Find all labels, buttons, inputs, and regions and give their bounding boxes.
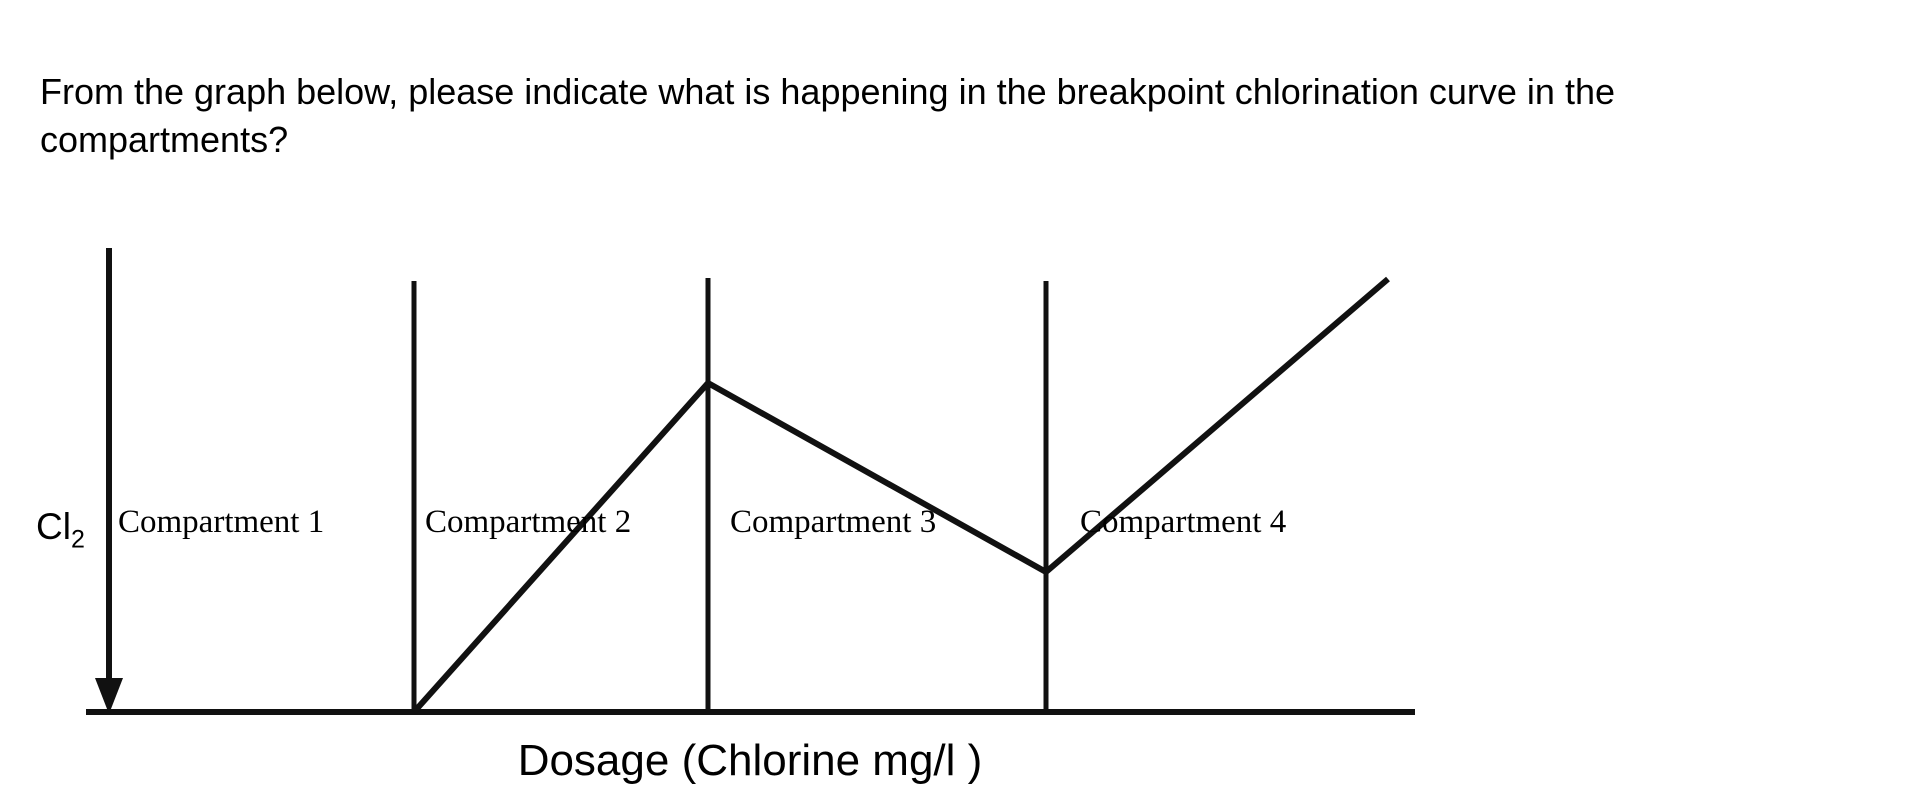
compartment-label-3: Compartment 3: [730, 504, 937, 540]
y-axis-label: Cl2: [36, 506, 85, 552]
compartment-label-4: Compartment 4: [1080, 504, 1287, 540]
x-axis-label: Dosage (Chlorine mg/l ): [517, 736, 983, 785]
y-axis-label-subscript: 2: [70, 525, 85, 554]
breakpoint-curve: [411, 276, 1390, 714]
question-prompt: From the graph below, please indicate wh…: [40, 71, 1625, 160]
y-axis-arrow-icon: [95, 678, 123, 714]
y-axis-label-text: Cl: [36, 506, 71, 547]
compartment-label-2: Compartment 2: [425, 504, 632, 540]
chart-svg: [86, 248, 1415, 715]
breakpoint-chlorination-figure: Compartment 1 Compartment 2 Compartment …: [0, 180, 1915, 805]
compartment-label-1: Compartment 1: [118, 504, 325, 540]
y-axis: [95, 248, 123, 714]
